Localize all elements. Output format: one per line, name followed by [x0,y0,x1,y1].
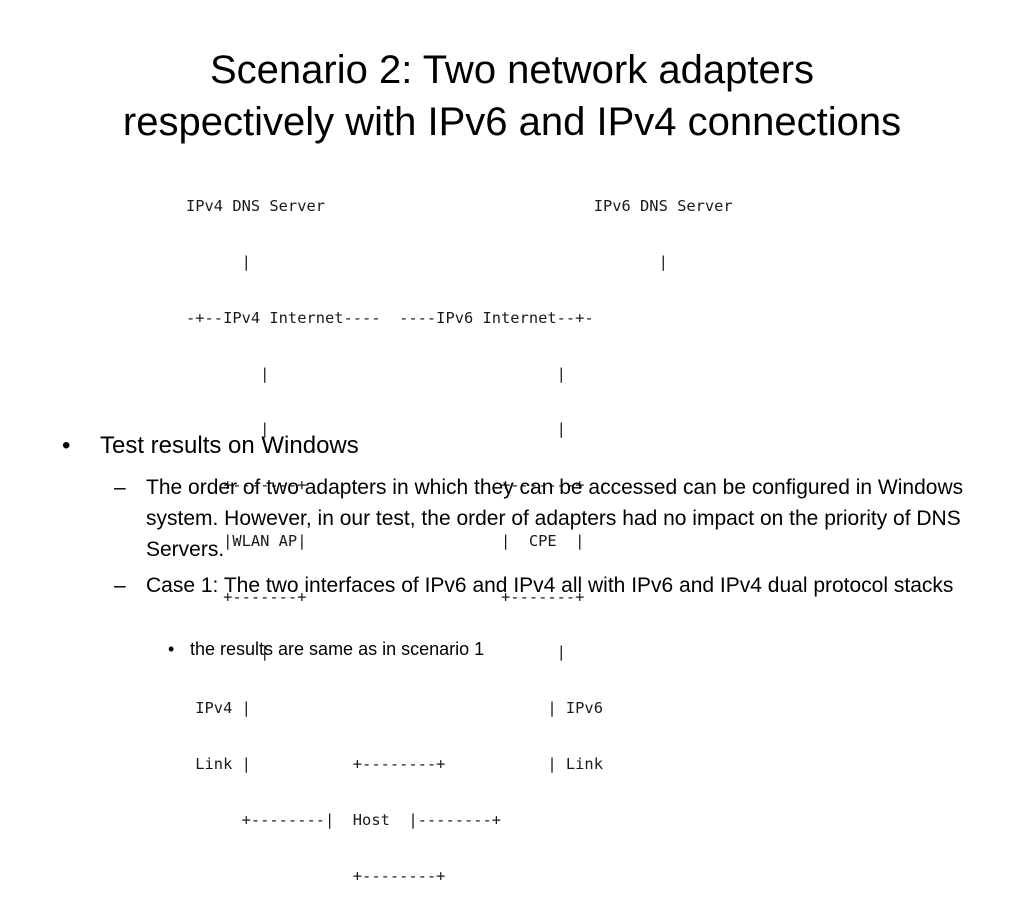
diagram-line-dns-servers: IPv4 DNS Server IPv6 DNS Server [186,197,733,216]
diagram-line: | | [186,420,566,439]
diagram-line-link-labels: Link | +--------+ | Link [186,755,603,773]
dash-marker: – [114,574,126,597]
diagram-line-internets: -+--IPv4 Internet---- ----IPv6 Internet-… [186,308,594,327]
diagram-line: +-------+ +-------+ [186,587,585,606]
diagram-line: +-------+ +-------+ [186,476,585,495]
diagram-line-link-labels: IPv4 | | IPv6 [186,699,603,718]
bullet-text: Case 1: The two interfaces of IPv6 and I… [146,574,954,597]
slide-title-line-1: Scenario 2: Two network adapters [209,48,815,92]
diagram-line-host: +--------| Host |--------+ [186,810,502,829]
bullet-text: the results are same as in scenario 1 [190,639,485,659]
diagram-line: | | [186,643,566,662]
slide-title-line-2: respectively with IPv6 and IPv4 connecti… [122,100,902,144]
bullet-item-level-2: – The order of two adapters in which the… [114,472,964,565]
diagram-line-wlan-ap-cpe: |WLAN AP| | CPE | [186,531,585,550]
bullet-item-level-1: • Test results on Windows [62,430,962,462]
bullet-item-level-3: • the results are same as in scenario 1 [168,636,948,662]
bullet-text: Test results on Windows [100,432,359,459]
dash-marker: – [114,476,126,499]
diagram-line: | | [186,252,668,271]
slide-title: Scenario 2: Two network adapters respect… [0,44,1024,148]
bullet-text: The order of two adapters in which they … [146,476,964,561]
bullet-marker: • [62,432,71,459]
bullet-marker: • [168,639,175,659]
diagram-line: | | [186,364,566,383]
diagram-line: +--------+ [186,866,446,885]
bullet-item-level-2: – Case 1: The two interfaces of IPv6 and… [114,570,964,601]
